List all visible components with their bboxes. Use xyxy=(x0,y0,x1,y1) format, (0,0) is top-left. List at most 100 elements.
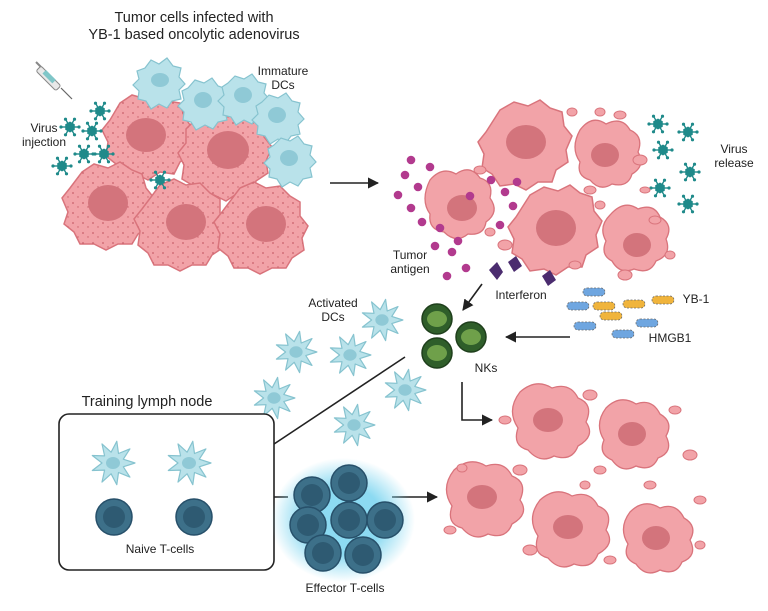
interferon-molecule xyxy=(489,262,503,280)
activated-dc xyxy=(275,330,318,374)
tumor-antigen xyxy=(406,203,416,213)
debris-piece xyxy=(594,107,606,117)
virus-particle xyxy=(649,178,671,198)
virus-particle xyxy=(647,114,669,134)
virus-particle xyxy=(81,121,103,141)
immature-dc xyxy=(251,92,305,145)
nk-cell-group xyxy=(421,303,487,369)
lymph-node-dc-group xyxy=(91,440,212,486)
debris-piece xyxy=(593,465,607,475)
debris-piece xyxy=(583,185,597,195)
debris-piece xyxy=(639,186,651,194)
lysed-tumor-fragment xyxy=(445,461,525,538)
debris-piece xyxy=(568,260,582,270)
lysed-tumor-fragment xyxy=(602,204,670,272)
lysed-tumor-fragment xyxy=(511,383,591,460)
interferon-group xyxy=(489,256,556,286)
hmgb1-label: HMGB1 xyxy=(648,331,692,345)
tumor-antigen xyxy=(453,236,463,246)
yb1-molecule xyxy=(599,311,623,321)
title-line-1: Tumor cells infected with xyxy=(114,10,274,26)
tumor-antigen xyxy=(508,201,518,211)
activated-dcs-label-1: Activated xyxy=(308,296,358,310)
tumor-cell xyxy=(177,106,273,202)
debris-piece xyxy=(582,389,598,401)
interferon-molecule xyxy=(508,256,522,272)
tumor-antigen xyxy=(425,162,435,172)
virus-particle xyxy=(677,194,699,214)
debris-piece xyxy=(566,107,578,117)
tumor-antigen-group xyxy=(393,155,522,281)
tumor-antigen xyxy=(500,187,510,197)
tumor-antigen xyxy=(461,263,471,273)
activated-dcs-label-2: DCs xyxy=(321,310,345,324)
debris-piece xyxy=(484,227,496,237)
intact-tumor-cluster xyxy=(61,92,309,275)
yb1-molecule xyxy=(592,301,616,311)
nk-cell xyxy=(421,337,453,369)
effector-t-cell xyxy=(366,501,404,539)
arrow-dc-to-lymph-node xyxy=(261,356,406,453)
tumor-cell xyxy=(133,178,229,272)
effector-t-cell xyxy=(330,501,368,539)
virus-release-label-1: Virus xyxy=(720,142,748,156)
debris-piece xyxy=(512,464,528,476)
debris-piece xyxy=(632,154,648,166)
debris-piece xyxy=(522,544,538,556)
debris-piece xyxy=(603,555,617,565)
activated-dc-group xyxy=(253,298,427,447)
activated-dc xyxy=(384,368,427,412)
debris-piece xyxy=(456,463,468,473)
debris-piece xyxy=(643,480,657,490)
hmgb1-molecule xyxy=(582,287,606,297)
tumor-antigen xyxy=(430,241,440,251)
hmgb1-molecule xyxy=(635,318,659,328)
naive-t-cell-group xyxy=(95,498,213,536)
debris-piece xyxy=(473,165,487,175)
virus-particle xyxy=(59,117,81,137)
effector-t-cell xyxy=(293,476,331,514)
debris-piece xyxy=(497,239,513,251)
yb1-label: YB-1 xyxy=(682,292,710,306)
nk-cell xyxy=(455,321,487,353)
debris-piece xyxy=(694,540,706,550)
virus-release-label-2: release xyxy=(714,156,754,170)
tumor-antigen xyxy=(465,191,475,201)
interferon-label: Interferon xyxy=(495,288,547,302)
naive-t-cells-label: Naive T-cells xyxy=(125,542,195,556)
hmgb1-molecule xyxy=(611,329,635,339)
activated-dc xyxy=(253,376,296,420)
effector-t-cell-group xyxy=(271,458,415,582)
lymph-node-dc xyxy=(91,440,136,486)
lymph-node-dc xyxy=(167,440,212,486)
debris-piece xyxy=(693,495,707,505)
arrow-nk-to-tumor-lysis xyxy=(461,382,494,426)
immature-dc xyxy=(263,135,317,188)
arrow-antigen-to-nk xyxy=(462,283,483,311)
tumor-antigen xyxy=(486,175,496,185)
tumor-antigen xyxy=(393,190,403,200)
immature-dcs-label-1: Immature xyxy=(257,64,309,78)
virus-injection-label-2: injection xyxy=(21,135,67,149)
tumor-cell xyxy=(101,92,193,181)
tumor-antigen xyxy=(512,177,522,187)
tumor-antigen xyxy=(435,223,445,233)
immature-dc xyxy=(177,77,232,131)
syringe-icon xyxy=(35,61,73,100)
virus-injection-label-1: Virus xyxy=(30,121,58,135)
tumor-antigen xyxy=(442,271,452,281)
debris-piece xyxy=(443,525,457,535)
virus-group-right xyxy=(647,114,701,214)
lysed-tumor-cluster-bottom xyxy=(443,383,707,574)
immature-dcs-label-2: DCs xyxy=(271,78,295,92)
effector-t-cells-label: Effector T-cells xyxy=(305,581,385,595)
activated-dc xyxy=(361,298,404,342)
lysed-tumor-fragment xyxy=(622,503,694,574)
debris-piece xyxy=(682,449,698,461)
virus-particle xyxy=(73,144,95,164)
tumor-antigen-label-2: antigen xyxy=(390,262,430,276)
tumor-cell xyxy=(477,99,573,191)
hmgb1-molecule xyxy=(573,321,597,331)
